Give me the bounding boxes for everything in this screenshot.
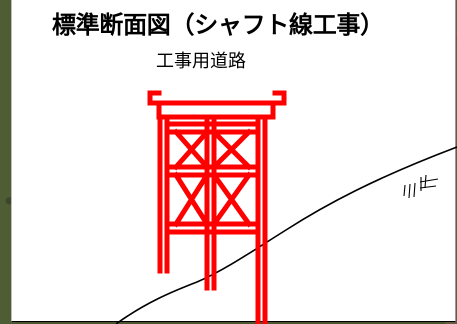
construction-road-label: 工事用道路 [156,51,246,72]
vertical-supports [157,114,268,324]
diagram-title: 標準断面図（シャフト線工事） [52,11,384,39]
temporary-road-structure [147,90,287,324]
cross-bracing [172,128,253,228]
road-deck-top [147,90,287,106]
grass-symbol [403,174,439,199]
diagram-panel [11,0,456,322]
